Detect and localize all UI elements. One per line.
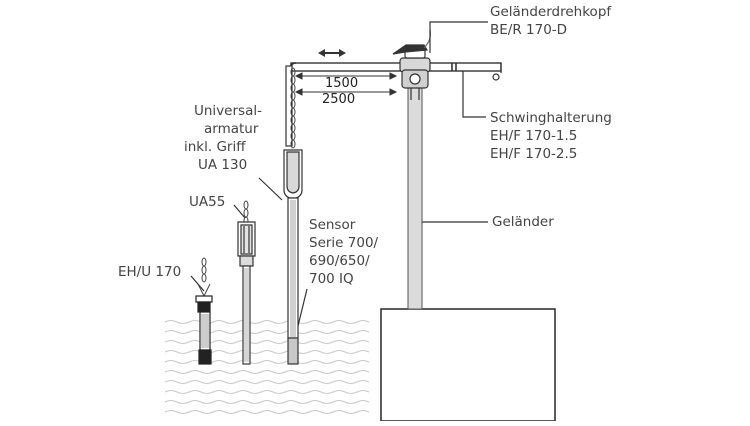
sensor-label-4: 700 IQ <box>309 271 354 287</box>
swing-arm <box>290 62 502 72</box>
chain-main <box>290 67 296 149</box>
sensor-label-3: 690/650/ <box>309 253 370 269</box>
railing-head-model: BE/R 170-D <box>490 22 568 38</box>
railing-post <box>407 87 423 310</box>
dimension-1500: 1500 <box>325 76 359 91</box>
swing-holder-model-1: EH/F 170-1.5 <box>490 128 578 144</box>
swing-holder-label: Schwinghalterung <box>490 110 612 126</box>
arm-end-hook <box>451 63 502 81</box>
universal-label-4: UA 130 <box>198 157 248 173</box>
railing-label: Geländer <box>492 214 554 230</box>
arm-down-tube <box>285 65 293 147</box>
leader-lines <box>190 21 488 331</box>
universal-label-1: Universal- <box>194 103 262 119</box>
ua55-label: UA55 <box>189 194 226 210</box>
universal-label-2: armatur <box>204 121 259 137</box>
basin-wall <box>380 308 556 422</box>
water-waves <box>164 320 370 414</box>
universal-fitting-ua130 <box>283 149 303 365</box>
ehu170-label: EH/U 170 <box>118 264 182 280</box>
swing-holder-model-2: EH/F 170-2.5 <box>490 146 578 162</box>
railing-head-label: Geländerdrehkopf <box>490 4 612 20</box>
universal-label-3: inkl. Griff <box>184 139 246 155</box>
sensor-label-1: Sensor <box>309 217 356 233</box>
rotary-head <box>392 44 431 100</box>
double-arrow-icon <box>318 49 346 57</box>
dimension-2500: 2500 <box>322 92 356 107</box>
sensor-ehu170 <box>195 295 213 365</box>
fitting-ua55 <box>237 221 256 365</box>
dimension-lines <box>294 72 398 96</box>
sensor-label-2: Serie 700/ <box>309 235 379 251</box>
